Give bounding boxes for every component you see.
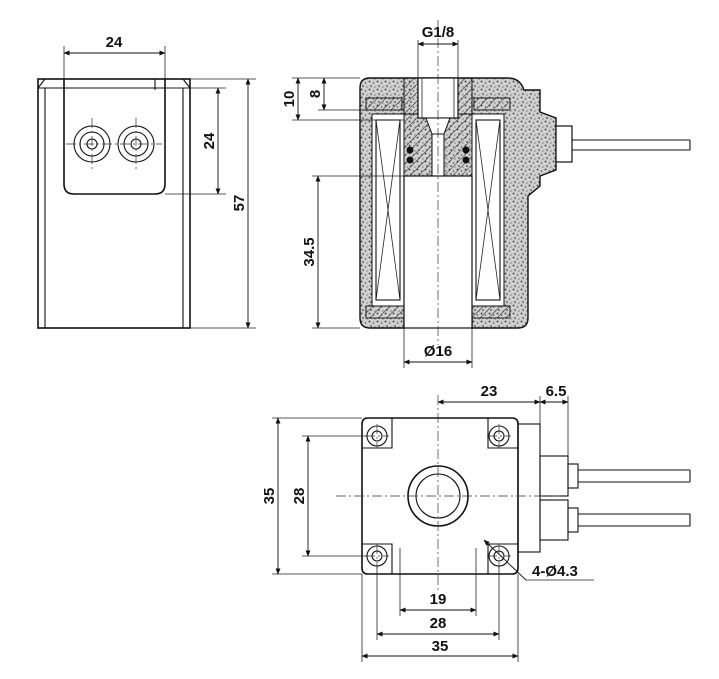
- side-view: 24 24 57: [37, 34, 256, 329]
- dim-side-window-height: 24: [201, 132, 218, 149]
- dim-thread: G1/8: [422, 24, 455, 41]
- dim-bottom-connector: 6.5: [546, 383, 567, 400]
- dim-section-top: 10: [281, 91, 298, 108]
- dim-section-tube-length: 34.5: [301, 237, 318, 266]
- dim-section-top-inner: 8: [307, 90, 324, 98]
- bottom-view: 23 6.5 35 28 19 28 35 4-Ø4.3: [261, 383, 691, 662]
- dim-bottom-offset: 23: [481, 383, 498, 400]
- dim-bottom-35: 35: [432, 638, 449, 655]
- dim-side-total-height: 57: [231, 195, 248, 212]
- side-body: [37, 78, 191, 329]
- mounting-holes: [365, 424, 511, 568]
- section-view: G1/8 10 8 34.5 Ø16: [281, 20, 691, 368]
- dim-bottom-28: 28: [430, 615, 447, 632]
- dim-bottom-height-outer: 35: [261, 488, 278, 505]
- dim-section-bore: Ø16: [424, 343, 452, 360]
- dim-holes: 4-Ø4.3: [532, 563, 578, 580]
- flange-outline: [361, 417, 519, 575]
- dim-bottom-19: 19: [430, 591, 447, 608]
- dim-side-width: 24: [106, 34, 123, 51]
- connector-window: [63, 79, 166, 195]
- dim-bottom-height-inner: 28: [291, 488, 308, 505]
